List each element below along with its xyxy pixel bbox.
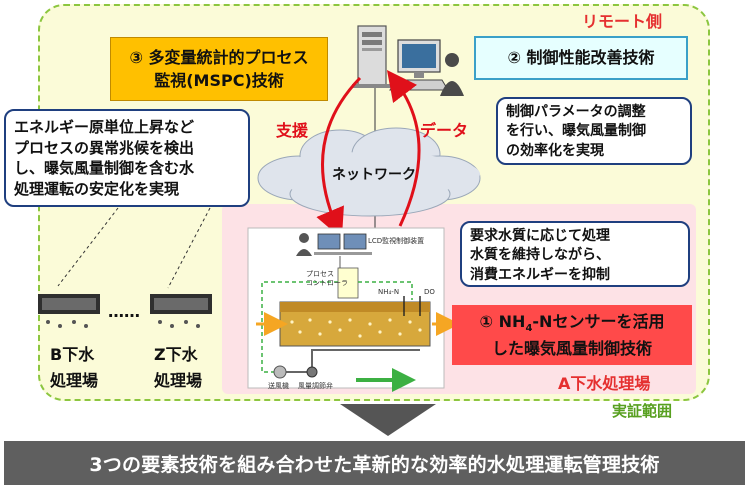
mspc-technology-box: ③ 多変量統計的プロセス 監視(MSPC)技術 xyxy=(110,37,328,101)
nh4-title-line2: した曝気風量制御技術 xyxy=(491,338,652,358)
down-arrow-triangle xyxy=(340,404,436,436)
plant-b-label: B下水 処理場 xyxy=(50,342,98,393)
plant-b-label-line: 処理場 xyxy=(50,370,99,390)
aeration-bubbles xyxy=(290,318,422,338)
valve-icon xyxy=(306,366,318,378)
water-desc-line: 消費エネルギーを抑制 xyxy=(470,266,610,283)
nh4-sensor-label: NH₄-N xyxy=(378,288,400,296)
network-label: ネットワーク xyxy=(332,167,416,183)
remote-side-label: リモート側 xyxy=(582,12,663,31)
process-controller-icon xyxy=(337,267,359,299)
blower-label: 送風機 xyxy=(268,382,289,390)
sensor-loop-line xyxy=(358,281,413,300)
plant-z-label-line: 処理場 xyxy=(154,370,203,390)
summary-banner: 3つの要素技術を組み合わせた革新的な効率的水処理運転管理技術 xyxy=(4,441,745,485)
nh4-suffix: -Nセンサーを活用 xyxy=(532,312,665,332)
mspc-desc-line: プロセスの異常兆候を検出 xyxy=(14,138,195,157)
mspc-desc-line: 処理運転の安定化を実現 xyxy=(14,180,180,199)
control-description-callout: 制御パラメータの調整 を行い、曝気風量制御 の効率化を実現 xyxy=(496,97,692,165)
do-sensor-label: DO xyxy=(424,288,435,296)
plants-ellipsis: …… xyxy=(108,302,140,321)
summary-banner-text: 3つの要素技術を組み合わせた革新的な効率的水処理運転管理技術 xyxy=(89,453,660,476)
server-icon xyxy=(352,25,392,88)
plant-z-icon xyxy=(150,294,212,328)
aeration-tank xyxy=(279,301,431,347)
nh4-sensor-technology-box: ① NH4-Nセンサーを活用 した曝気風量制御技術 xyxy=(452,305,692,365)
mspc-desc-line: し、曝気風量制御を含む水 xyxy=(14,159,195,178)
plant-z-label-line: Z下水 xyxy=(154,345,198,364)
valve-label: 風量調節弁 xyxy=(298,382,333,390)
control-desc-line: を行い、曝気風量制御 xyxy=(506,123,646,140)
data-arrow xyxy=(386,70,421,227)
mspc-description-callout: エネルギー原単位上昇など プロセスの異常兆候を検出 し、曝気風量制御を含む水 処… xyxy=(4,109,250,207)
control-performance-title: ② 制御性能改善技術 xyxy=(507,48,655,68)
control-desc-line: の効率化を実現 xyxy=(506,142,604,159)
controller-label-line: プロセス xyxy=(306,270,334,278)
control-performance-box: ② 制御性能改善技術 xyxy=(474,36,688,80)
support-label: 支援 xyxy=(276,121,309,140)
air-pipe xyxy=(280,349,420,373)
mspc-title-line1: ③ 多変量統計的プロセス xyxy=(129,47,309,67)
plant-a-label: A下水処理場 xyxy=(558,374,651,393)
demo-scope-label: 実証範囲 xyxy=(612,402,673,420)
nh4-prefix: ① NH xyxy=(479,312,526,332)
leader-lines xyxy=(57,207,211,289)
nh4-subscript: 4 xyxy=(525,323,533,335)
blower-icon xyxy=(273,365,287,379)
cloud-core xyxy=(260,152,480,196)
mspc-title-line2: 監視(MSPC)技術 xyxy=(154,71,284,90)
process-controller-label: プロセス コントローラ xyxy=(306,270,348,288)
plant-z-label: Z下水 処理場 xyxy=(154,342,202,393)
lcd-monitor-icon xyxy=(296,233,372,256)
support-arrow xyxy=(316,76,362,239)
mspc-desc-line: エネルギー原単位上昇など xyxy=(14,118,195,136)
control-desc-line: 制御パラメータの調整 xyxy=(506,104,646,120)
plant-b-label-line: B下水 xyxy=(50,345,95,364)
data-label: データ xyxy=(420,121,469,140)
nh4-title-line1: ① NH4-Nセンサーを活用 xyxy=(480,310,665,337)
controller-label-line: コントローラ xyxy=(306,279,348,288)
plant-b-icon xyxy=(38,294,100,328)
water-quality-callout: 要求水質に応じて処理 水質を維持しながら、 消費エネルギーを抑制 xyxy=(460,221,690,287)
water-desc-line: 要求水質に応じて処理 xyxy=(470,228,610,244)
water-desc-line: 水質を維持しながら、 xyxy=(470,247,610,264)
lcd-monitor-label: LCD監視制御装置 xyxy=(368,237,425,245)
